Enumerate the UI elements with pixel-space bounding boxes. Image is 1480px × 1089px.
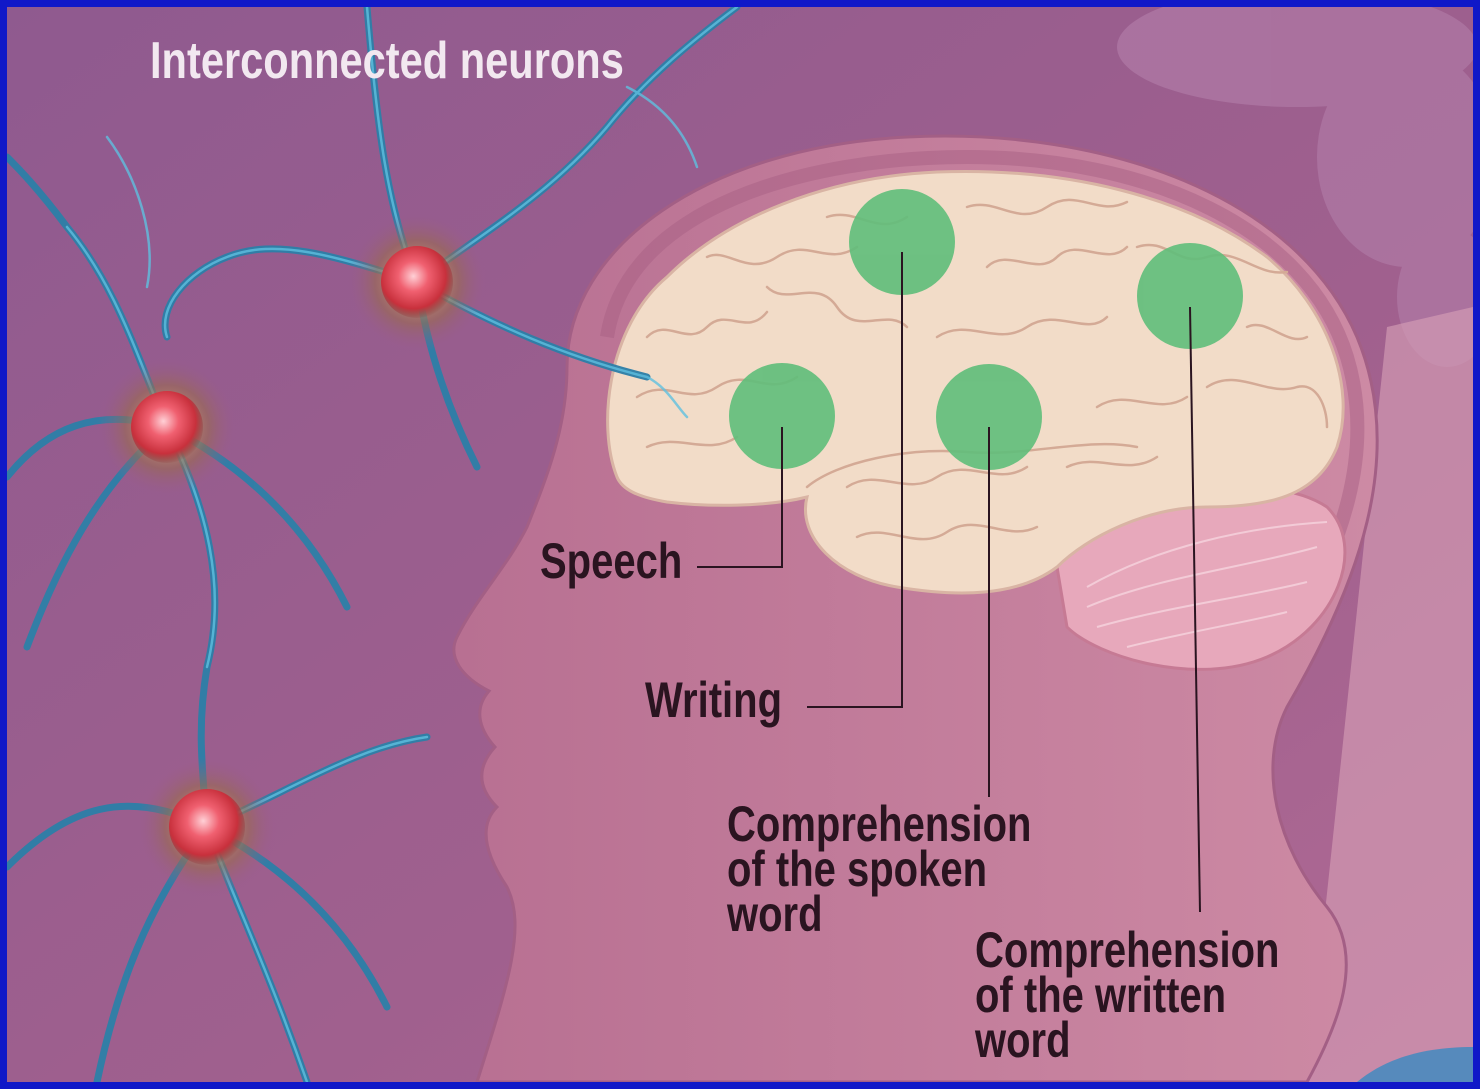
neuron-icon: [347, 212, 487, 352]
label-comprehension-written: Comprehension of the written word: [975, 928, 1327, 1063]
label-comprehension-spoken: Comprehension of the spoken word: [727, 802, 1079, 937]
neuron-icon: [97, 357, 237, 497]
neuron-icon: [137, 757, 277, 897]
label-writing: Writing: [645, 675, 782, 725]
title-interconnected-neurons: Interconnected neurons: [150, 35, 624, 87]
illustration-canvas: Interconnected neurons Speech Writing Co…: [7, 7, 1473, 1082]
label-speech: Speech: [540, 536, 682, 586]
